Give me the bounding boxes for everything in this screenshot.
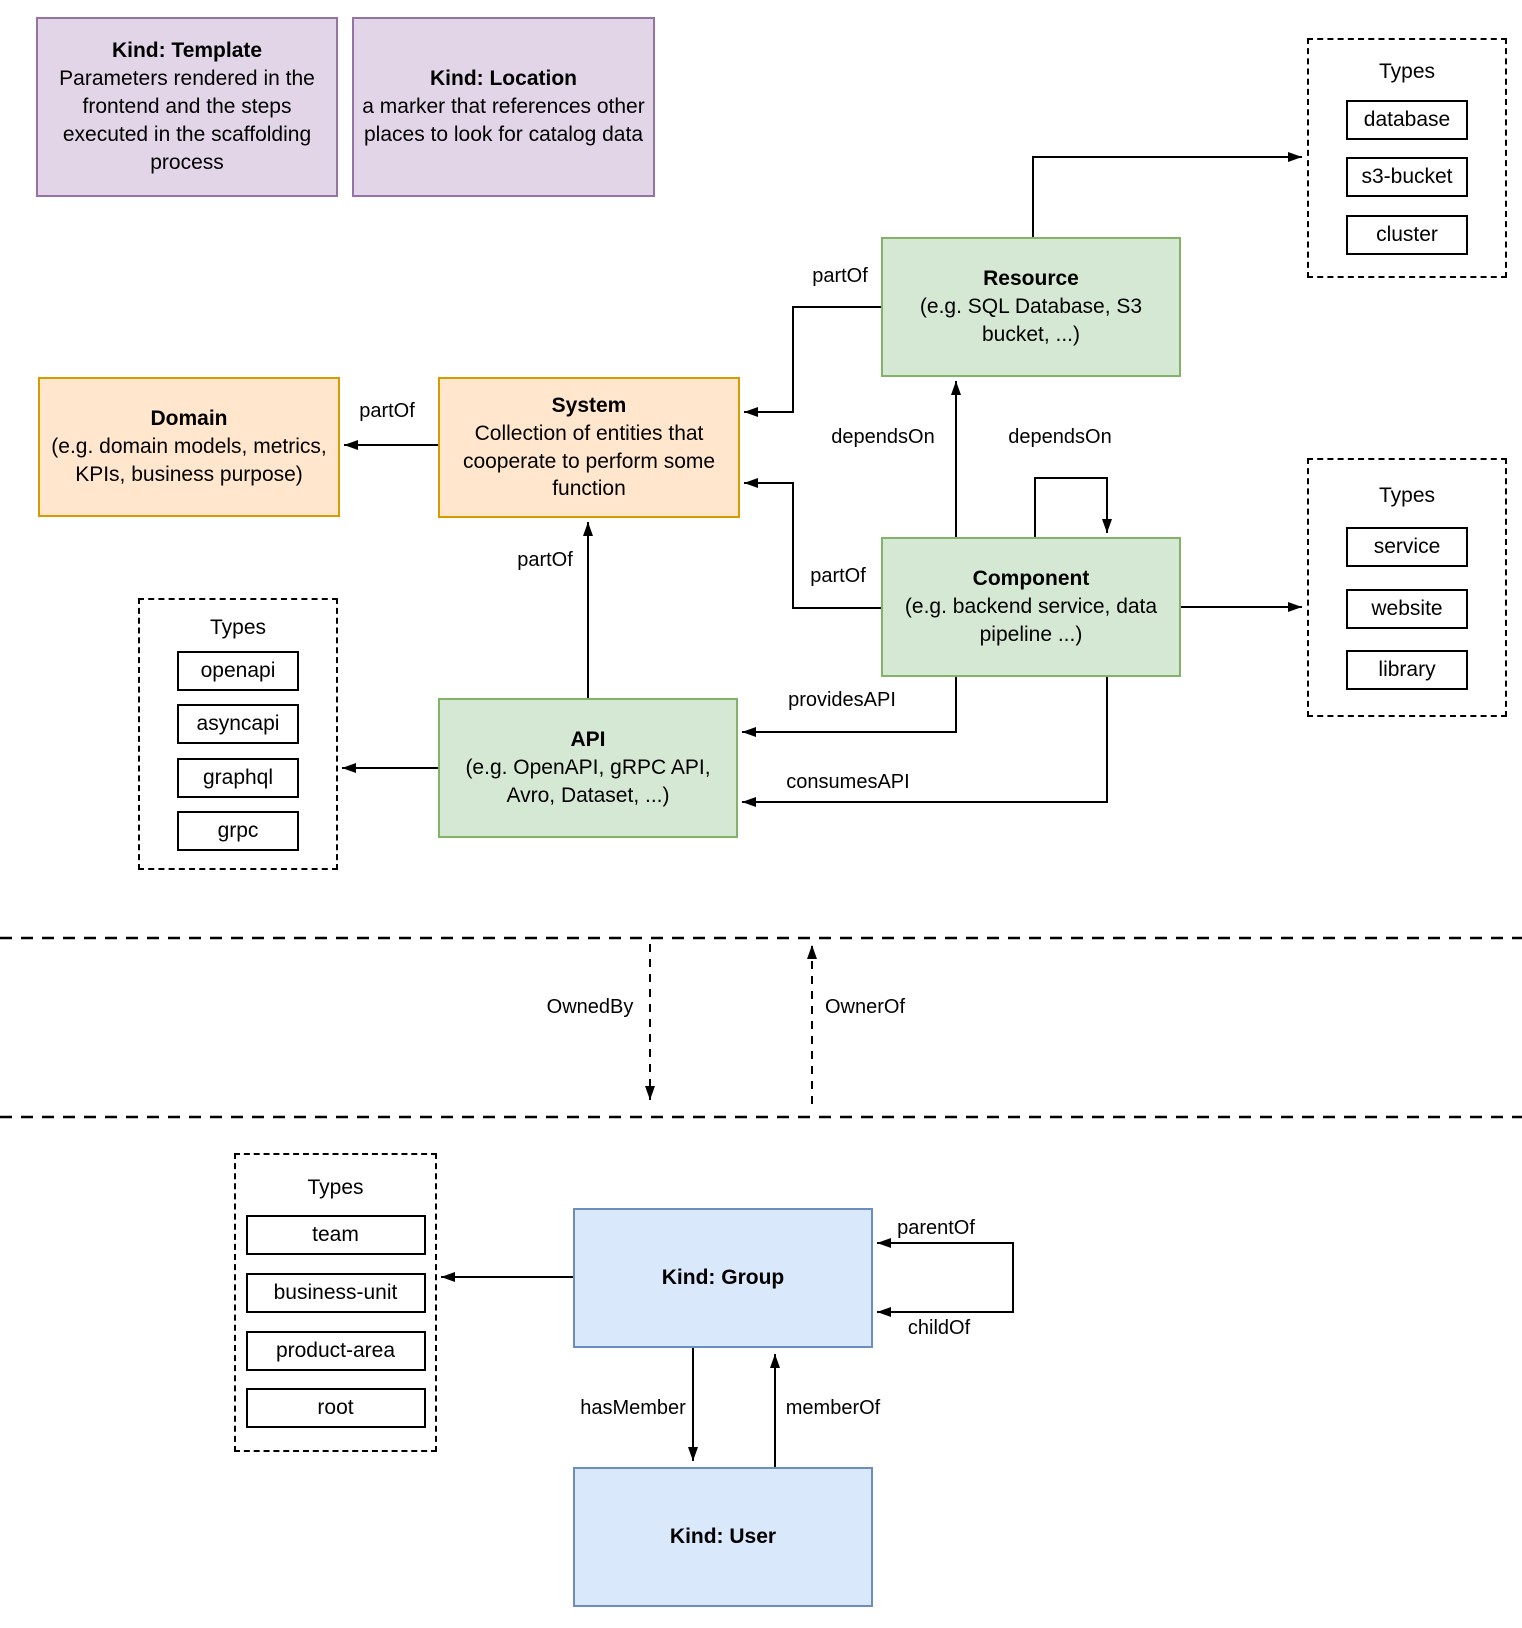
node-title: Kind: Location: [430, 67, 577, 91]
node-description: (e.g. domain models, metrics, KPIs, busi…: [51, 435, 327, 486]
node-kind-location[interactable]: Kind: Location a marker that references …: [352, 17, 655, 197]
edge-label-memberof: memberOf: [782, 1396, 884, 1420]
node-api[interactable]: API (e.g. OpenAPI, gRPC API, Avro, Datas…: [438, 698, 738, 838]
edge-group-parentof-childof-loop: [877, 1238, 1014, 1317]
edge-label-ownedby: OwnedBy: [543, 995, 637, 1019]
type-chip-business-unit[interactable]: business-unit: [245, 1272, 426, 1313]
edge-resource-to-resource-types: [1032, 152, 1302, 237]
node-description: (e.g. OpenAPI, gRPC API, Avro, Dataset, …: [465, 756, 711, 807]
edge-label-hasmember: hasMember: [577, 1396, 689, 1420]
node-description: Parameters rendered in the frontend and …: [59, 67, 315, 174]
node-system[interactable]: System Collection of entities that coope…: [438, 377, 740, 518]
node-title: System: [551, 393, 627, 417]
edge-label-parentof: parentOf: [894, 1216, 978, 1240]
type-chip-product-area[interactable]: product-area: [245, 1330, 426, 1371]
node-kind-group[interactable]: Kind: Group: [573, 1208, 873, 1348]
node-title: Component: [972, 567, 1090, 591]
edge-label-api-partof-system: partOf: [514, 548, 576, 572]
edge-label-consumesapi: consumesAPI: [783, 770, 913, 794]
node-description: a marker that references other places to…: [362, 95, 645, 146]
node-title: API: [570, 728, 606, 752]
edge-label-providesapi: providesAPI: [785, 688, 899, 712]
panel-group-types[interactable]: Types team business-unit product-area ro…: [234, 1153, 437, 1452]
panel-title: Types: [209, 616, 267, 640]
node-kind-template[interactable]: Kind: Template Parameters rendered in th…: [36, 17, 338, 197]
type-chip-s3-bucket[interactable]: s3-bucket: [1346, 157, 1468, 198]
node-title: Domain: [150, 407, 228, 431]
edge-label-resource-partof-system: partOf: [809, 264, 871, 288]
panel-api-types[interactable]: Types openapi asyncapi graphql grpc: [138, 598, 338, 870]
type-chip-database[interactable]: database: [1346, 99, 1468, 140]
edge-resource-partof-system: [744, 306, 881, 417]
node-description: Collection of entities that cooperate to…: [462, 421, 716, 501]
edge-label-ownerof: OwnerOf: [821, 995, 909, 1019]
edge-component-dependson-self: [1034, 477, 1112, 537]
panel-title: Types: [1378, 60, 1436, 84]
node-description: (e.g. backend service, data pipeline ...…: [904, 595, 1158, 646]
node-title: Kind: Template: [111, 39, 263, 63]
type-chip-root[interactable]: root: [245, 1388, 426, 1429]
node-title: Resource: [983, 267, 1079, 291]
edge-label-component-dependson-resource: dependsOn: [828, 425, 938, 449]
node-description: (e.g. SQL Database, S3 bucket, ...): [919, 295, 1143, 346]
panel-title: Types: [1378, 484, 1436, 508]
node-kind-user[interactable]: Kind: User: [573, 1467, 873, 1607]
panel-component-types[interactable]: Types service website library: [1307, 458, 1507, 717]
type-chip-asyncapi[interactable]: asyncapi: [177, 704, 299, 745]
type-chip-library[interactable]: library: [1346, 649, 1468, 690]
edge-component-partof-system: [744, 478, 881, 609]
type-chip-service[interactable]: service: [1346, 527, 1468, 568]
type-chip-graphql[interactable]: graphql: [177, 757, 299, 798]
type-chip-openapi[interactable]: openapi: [177, 651, 299, 692]
edge-label-system-partof-domain: partOf: [356, 399, 418, 423]
edge-label-childof: childOf: [904, 1316, 974, 1340]
panel-title: Types: [307, 1175, 364, 1199]
node-domain[interactable]: Domain (e.g. domain models, metrics, KPI…: [38, 377, 340, 517]
type-chip-website[interactable]: website: [1346, 588, 1468, 629]
edge-label-component-partof-system: partOf: [807, 564, 869, 588]
type-chip-grpc[interactable]: grpc: [177, 810, 299, 851]
node-title: Kind: User: [669, 1525, 777, 1549]
type-chip-team[interactable]: team: [245, 1215, 426, 1256]
node-component[interactable]: Component (e.g. backend service, data pi…: [881, 537, 1181, 677]
node-resource[interactable]: Resource (e.g. SQL Database, S3 bucket, …: [881, 237, 1181, 377]
node-title: Kind: Group: [661, 1266, 785, 1290]
type-chip-cluster[interactable]: cluster: [1346, 214, 1468, 255]
panel-resource-types[interactable]: Types database s3-bucket cluster: [1307, 38, 1507, 278]
edge-label-component-dependson-component: dependsOn: [1005, 425, 1115, 449]
